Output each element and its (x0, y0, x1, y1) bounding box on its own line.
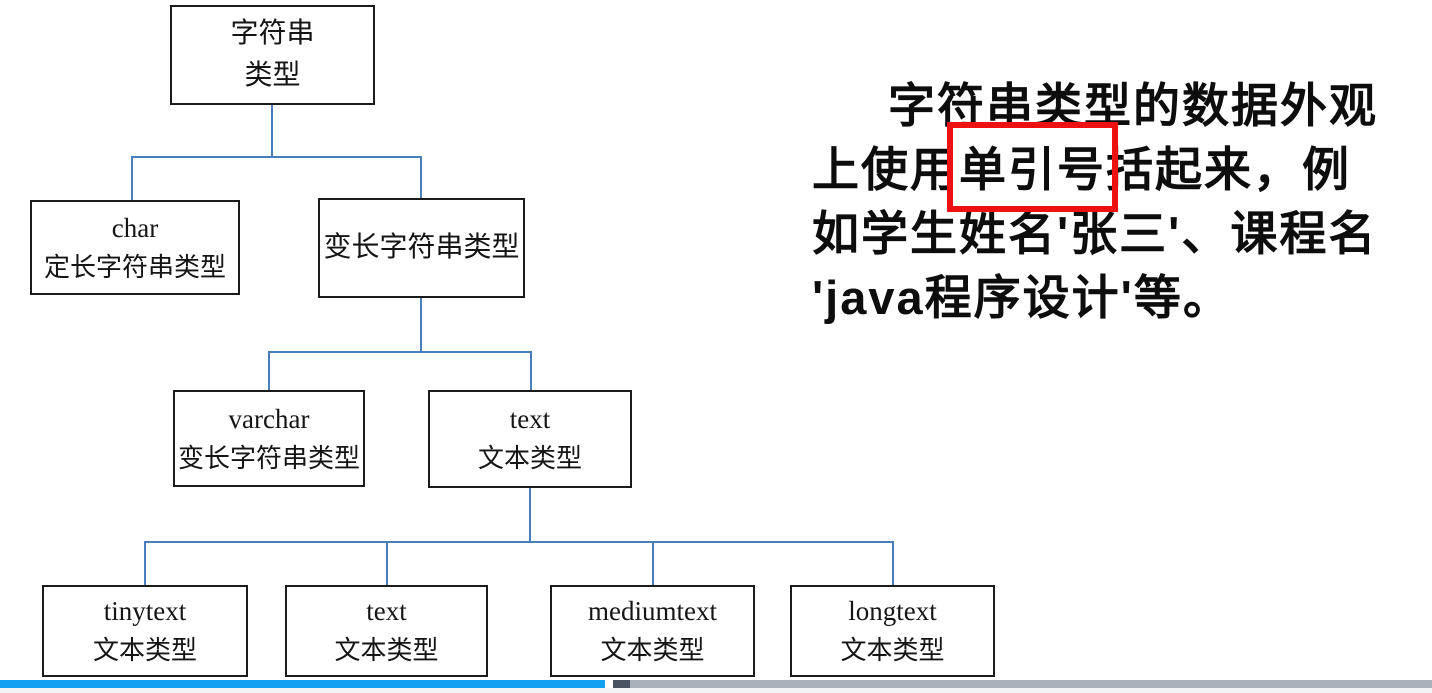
node-longtext: longtext 文本类型 (790, 585, 995, 677)
node-char-name: char (111, 212, 159, 243)
node-char-desc: 定长字符串类型 (43, 252, 226, 282)
connector-text-drop (530, 351, 532, 391)
node-text-leaf-desc: 文本类型 (334, 636, 439, 665)
node-longtext-name: longtext (848, 596, 937, 626)
connector-text2-drop (386, 541, 388, 585)
node-variable-length-desc: 变长字符串类型 (323, 232, 520, 263)
paragraph-line-4: 'java程序设计'等。 (812, 271, 1232, 324)
node-longtext-desc: 文本类型 (840, 636, 945, 665)
node-text-desc: 文本类型 (477, 444, 582, 473)
node-mediumtext: mediumtext 文本类型 (550, 585, 755, 677)
paragraph-line-2: 上使用单引号括起来，例 (812, 122, 1432, 212)
connector-level2-rail (131, 156, 422, 158)
connector-varlen-stem (420, 298, 422, 352)
annotation-paragraph: 字符串类型的数据外观 上使用单引号括起来，例 如学生姓名'张三'、课程名 'ja… (812, 74, 1432, 330)
paragraph-line-1: 字符串类型的数据外观 (888, 79, 1378, 132)
node-char: char 定长字符串类型 (30, 200, 240, 295)
connector-level4-rail (144, 541, 894, 543)
node-varchar-desc: 变长字符串类型 (177, 443, 360, 473)
connector-root-stem (271, 105, 273, 157)
node-text-name: text (509, 404, 551, 434)
node-text: text 文本类型 (428, 390, 632, 488)
connector-tinytext-drop (144, 541, 146, 585)
node-varchar-name: varchar (228, 403, 310, 434)
paragraph-line-3: 如学生姓名'张三'、课程名 (812, 207, 1378, 260)
node-tinytext: tinytext 文本类型 (42, 585, 248, 677)
node-text-leaf: text 文本类型 (285, 585, 488, 677)
highlighted-term: 单引号 (959, 143, 1106, 196)
node-variable-length: 变长字符串类型 (318, 198, 525, 298)
node-string-type-line1: 字符串 (230, 18, 315, 49)
progress-bar-played[interactable] (0, 680, 605, 688)
node-string-type: 字符串 类型 (170, 5, 375, 105)
connector-char-drop (131, 156, 133, 201)
progress-bar-remaining[interactable] (630, 680, 1432, 688)
connector-varlen-drop (420, 156, 422, 199)
connector-mediumtext-drop (652, 541, 654, 585)
node-tinytext-desc: 文本类型 (92, 636, 197, 665)
paragraph-line-2-post: 括起来，例 (1106, 143, 1351, 196)
node-string-type-line2: 类型 (244, 60, 301, 91)
paragraph-line-2-pre: 上使用 (812, 143, 959, 196)
player-bottom-strip (0, 688, 1432, 693)
connector-text-stem (529, 488, 531, 542)
progress-bar-scrubber[interactable] (613, 680, 630, 688)
node-varchar: varchar 变长字符串类型 (173, 390, 365, 487)
node-tinytext-name: tinytext (103, 596, 187, 626)
connector-level3-rail (268, 351, 532, 353)
node-mediumtext-desc: 文本类型 (600, 636, 705, 665)
node-mediumtext-name: mediumtext (588, 596, 717, 626)
connector-longtext-drop (892, 541, 894, 585)
highlight-box: 单引号 (947, 122, 1118, 212)
connector-varchar-drop (268, 351, 270, 391)
node-text-leaf-name: text (366, 596, 407, 626)
